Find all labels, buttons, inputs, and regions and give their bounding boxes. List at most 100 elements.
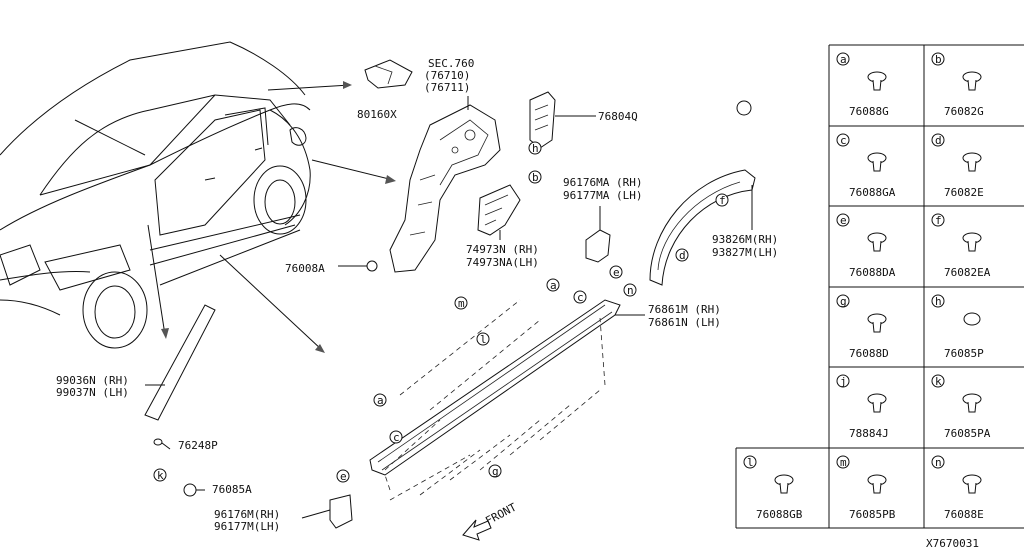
fastener-part-number: 76088DA	[849, 266, 896, 279]
clip-icon	[962, 393, 982, 413]
fastener-letter: n	[935, 456, 942, 469]
fastener-letter-circle	[931, 133, 945, 147]
svg-text:c: c	[577, 291, 584, 304]
fastener-letter: m	[840, 456, 847, 469]
label-76861m: 76861M (RH)	[648, 303, 721, 316]
label-76085a: 76085A	[212, 483, 252, 496]
part-74973n-shape	[477, 184, 521, 240]
clip-icon	[774, 474, 794, 494]
clip-icon	[867, 71, 887, 91]
fastener-letter-circle	[931, 455, 945, 469]
fastener-part-number: 76085P	[944, 347, 984, 360]
part-80160x-shape	[364, 59, 413, 89]
clip-icon	[963, 312, 981, 326]
part-93826m-shape	[649, 169, 756, 286]
fastener-letter: b	[935, 53, 942, 66]
fastener-part-number: 76088E	[944, 508, 984, 521]
label-74973na: 74973NA(LH)	[466, 256, 539, 269]
svg-text:e: e	[613, 266, 620, 279]
clip-icon	[962, 71, 982, 91]
diagram-id: X7670031	[926, 537, 979, 550]
fastener-letter-circle	[931, 374, 945, 388]
fastener-cell-c: c 76088GA	[836, 133, 896, 199]
label-74973n: 74973N (RH)	[466, 243, 539, 256]
clip-icon	[962, 474, 982, 494]
part-99036n-shape	[144, 304, 216, 421]
fastener-cell-f: f 76082EA	[931, 213, 991, 279]
part-76804q-shape	[529, 91, 596, 149]
part-96176ma-shape	[585, 206, 611, 263]
clip-icon	[867, 152, 887, 172]
fastener-cell-n: n 76088E	[931, 455, 984, 521]
fastener-letter-circle	[931, 52, 945, 66]
vehicle-outline	[0, 41, 311, 349]
svg-text:m: m	[458, 297, 465, 310]
fastener-cell-h: h 76085P	[931, 294, 984, 360]
label-96176m: 96176M(RH)	[214, 508, 280, 521]
fastener-part-number: 76082EA	[944, 266, 991, 279]
fastener-part-number: 76082G	[944, 105, 984, 118]
clip-icon	[867, 232, 887, 252]
fastener-letter-circle	[836, 52, 850, 66]
label-76711: (76711)	[424, 81, 470, 94]
label-80160x: 80160X	[357, 108, 397, 121]
svg-text:d: d	[679, 249, 686, 262]
fastener-letter-circle	[836, 213, 850, 227]
fastener-part-number: 76085PA	[944, 427, 991, 440]
label-93827m: 93827M(LH)	[712, 246, 778, 259]
part-76861m-shape	[369, 299, 645, 501]
label-96177m: 96177M(LH)	[214, 520, 280, 533]
fastener-letter: f	[935, 214, 942, 227]
clip-icon	[867, 393, 887, 413]
clip-icon	[962, 232, 982, 252]
fastener-part-number: 76085PB	[849, 508, 896, 521]
fastener-letter-circle	[836, 455, 850, 469]
fastener-cell-l: l 76088GB	[743, 455, 803, 521]
svg-text:e: e	[340, 470, 347, 483]
fastener-letter: g	[840, 295, 847, 308]
fastener-cell-b: b 76082G	[931, 52, 984, 118]
label-93826m: 93826M(RH)	[712, 233, 778, 246]
label-sec760: SEC.760	[428, 57, 474, 70]
fastener-letter: c	[840, 134, 847, 147]
fastener-part-number: 76088D	[849, 347, 889, 360]
fastener-letter-circle	[836, 133, 850, 147]
label-76804q: 76804Q	[598, 110, 638, 123]
label-76008a: 76008A	[285, 262, 325, 275]
svg-text:h: h	[532, 142, 539, 155]
svg-text:f: f	[719, 194, 726, 207]
fastener-part-number: 78884J	[849, 427, 889, 440]
fastener-part-number: 76082E	[944, 186, 984, 199]
label-76710: (76710)	[424, 69, 470, 82]
svg-text:g: g	[492, 465, 499, 478]
fastener-cell-m: m 76085PB	[836, 455, 896, 521]
fastener-letter-circle	[836, 294, 850, 308]
fastener-letter-circle	[931, 213, 945, 227]
fastener-part-number: 76088GB	[756, 508, 803, 521]
front-direction-arrow	[462, 519, 492, 541]
label-96176ma: 96176MA (RH)	[563, 176, 642, 189]
leader-arrows	[147, 81, 396, 353]
fastener-letter: h	[935, 295, 942, 308]
label-front: FRONT	[483, 500, 519, 527]
label-99036n: 99036N (RH)	[56, 374, 129, 387]
fastener-letter: l	[747, 456, 754, 469]
svg-text:a: a	[377, 394, 384, 407]
svg-text:b: b	[532, 171, 539, 184]
fastener-cell-g: g 76088D	[836, 294, 889, 360]
svg-text:k: k	[157, 469, 164, 482]
svg-text:a: a	[550, 279, 557, 292]
label-99037n: 99037N (LH)	[56, 386, 129, 399]
svg-text:l: l	[480, 333, 487, 346]
fastener-part-number: 76088GA	[849, 186, 896, 199]
inner-panel-shape	[389, 96, 501, 273]
label-76248p: 76248P	[178, 439, 218, 452]
fastener-letter-circle	[743, 455, 757, 469]
